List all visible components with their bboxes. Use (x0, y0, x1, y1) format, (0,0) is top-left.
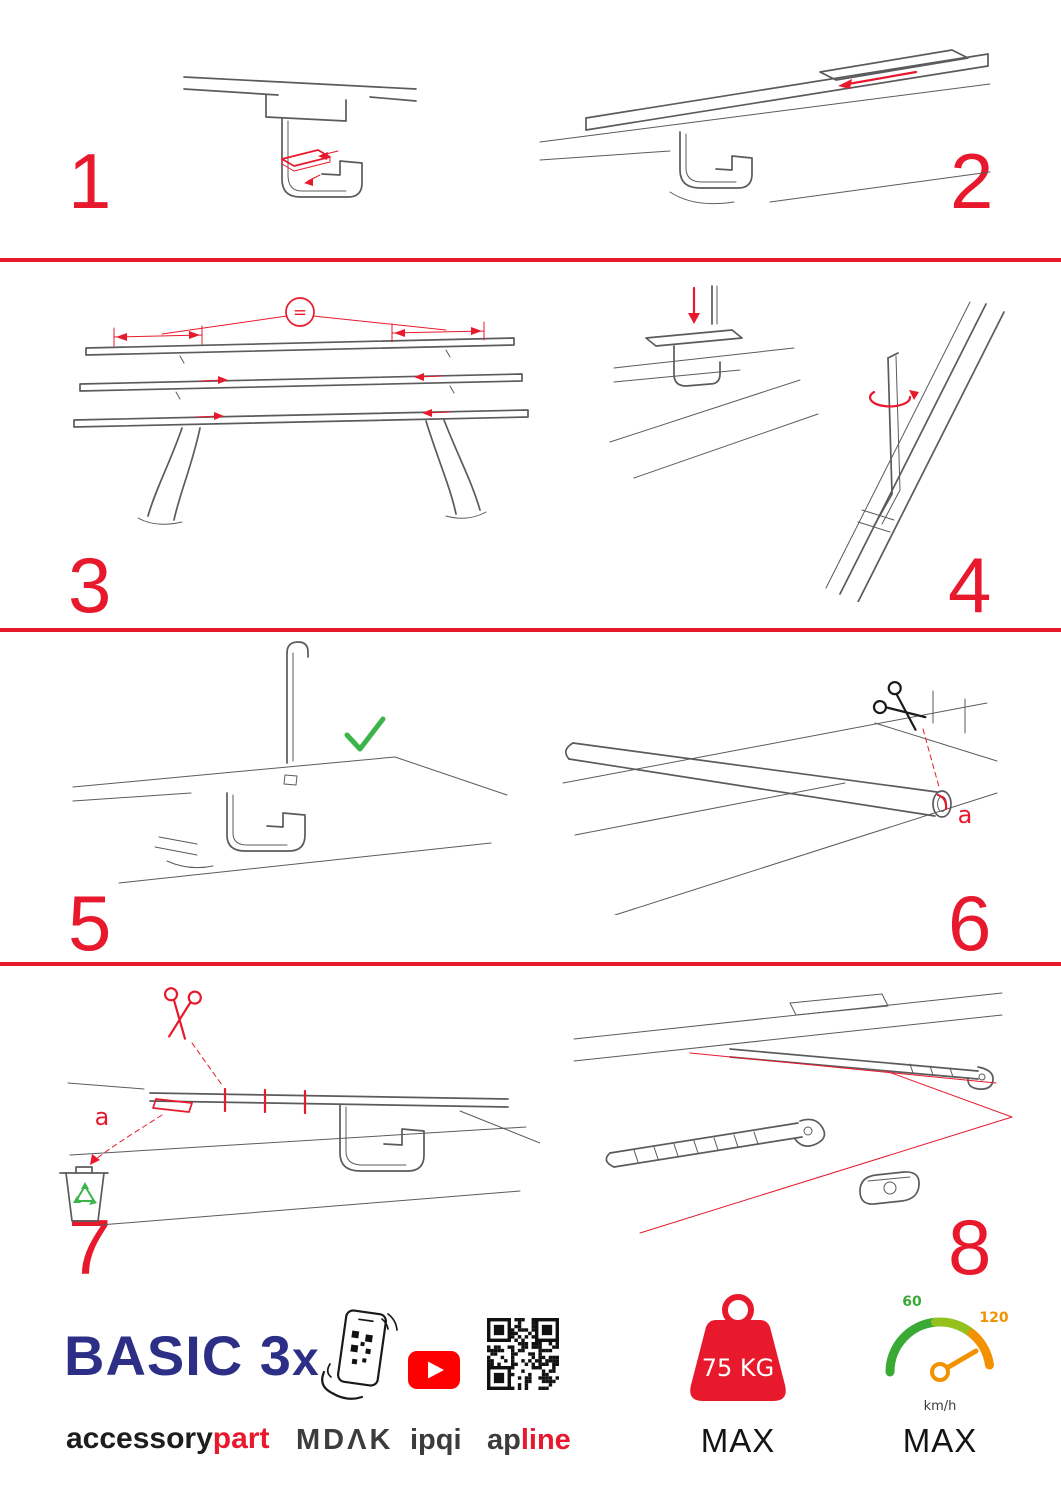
step-7-illustration: a (59, 987, 540, 1226)
partner-ipqi: ipqi (410, 1424, 462, 1456)
step-3-number: 3 (68, 541, 112, 629)
hex-key (286, 641, 309, 764)
speed-unit-label: km/h (924, 1399, 957, 1414)
scissors-icon (163, 987, 202, 1040)
youtube-play-icon (408, 1351, 460, 1389)
step-4-number: 4 (948, 541, 992, 629)
brand-logo: BASIC 3x (64, 1328, 320, 1384)
step-5-number: 5 (68, 879, 112, 967)
partner-mdak: MDΛK (296, 1424, 394, 1456)
step-3-illustration: = (73, 297, 529, 525)
section-divider-1 (0, 258, 1061, 262)
speedometer-icon: 60 120 km/h (885, 1294, 1008, 1414)
partner-apline: apline (487, 1426, 571, 1455)
weight-max-label: MAX (700, 1422, 776, 1459)
step-4-illustration (609, 285, 1005, 602)
t-adapter (859, 1171, 920, 1205)
check-icon (344, 716, 386, 752)
trash-icon (59, 1166, 109, 1222)
equal-label: = (293, 303, 307, 323)
qr-code-icon (487, 1318, 559, 1390)
phone-qr-scan-icon (321, 1309, 398, 1400)
step-5-illustration (72, 641, 508, 884)
step-6-illustration: a (562, 681, 998, 915)
step-2-illustration (539, 49, 991, 205)
speed-high-label: 120 (979, 1310, 1008, 1326)
step-1-number: 1 (68, 137, 112, 225)
section-divider-2 (0, 628, 1061, 632)
byline-black: accessory (66, 1422, 213, 1455)
equal-spacing-badge: = (285, 297, 315, 327)
cut-label-a: a (95, 1103, 110, 1131)
recycle-icon (73, 1182, 97, 1205)
brand-suffix: x (291, 1333, 320, 1386)
rubber-pad (281, 149, 331, 172)
scissors-icon (872, 681, 927, 731)
step-8-number: 8 (948, 1203, 992, 1291)
hex-key (873, 352, 901, 527)
apline-black: ap (487, 1424, 521, 1456)
byline: accessorypart (66, 1424, 269, 1454)
apline-red: line (520, 1424, 571, 1456)
section-divider-3 (0, 962, 1061, 966)
speed-max-label: MAX (902, 1422, 978, 1459)
brand-name: BASIC 3 (64, 1324, 292, 1387)
step-6-number: 6 (948, 879, 992, 967)
weight-value: 75 KG (702, 1354, 775, 1382)
step-2-number: 2 (950, 137, 994, 225)
max-load-weight-icon: 75 KG (690, 1294, 786, 1401)
speed-low-label: 60 (902, 1294, 922, 1310)
step-1-illustration (183, 76, 417, 198)
step-8-illustration (573, 992, 1013, 1234)
byline-red: part (212, 1422, 270, 1455)
cut-label-a: a (958, 801, 973, 829)
